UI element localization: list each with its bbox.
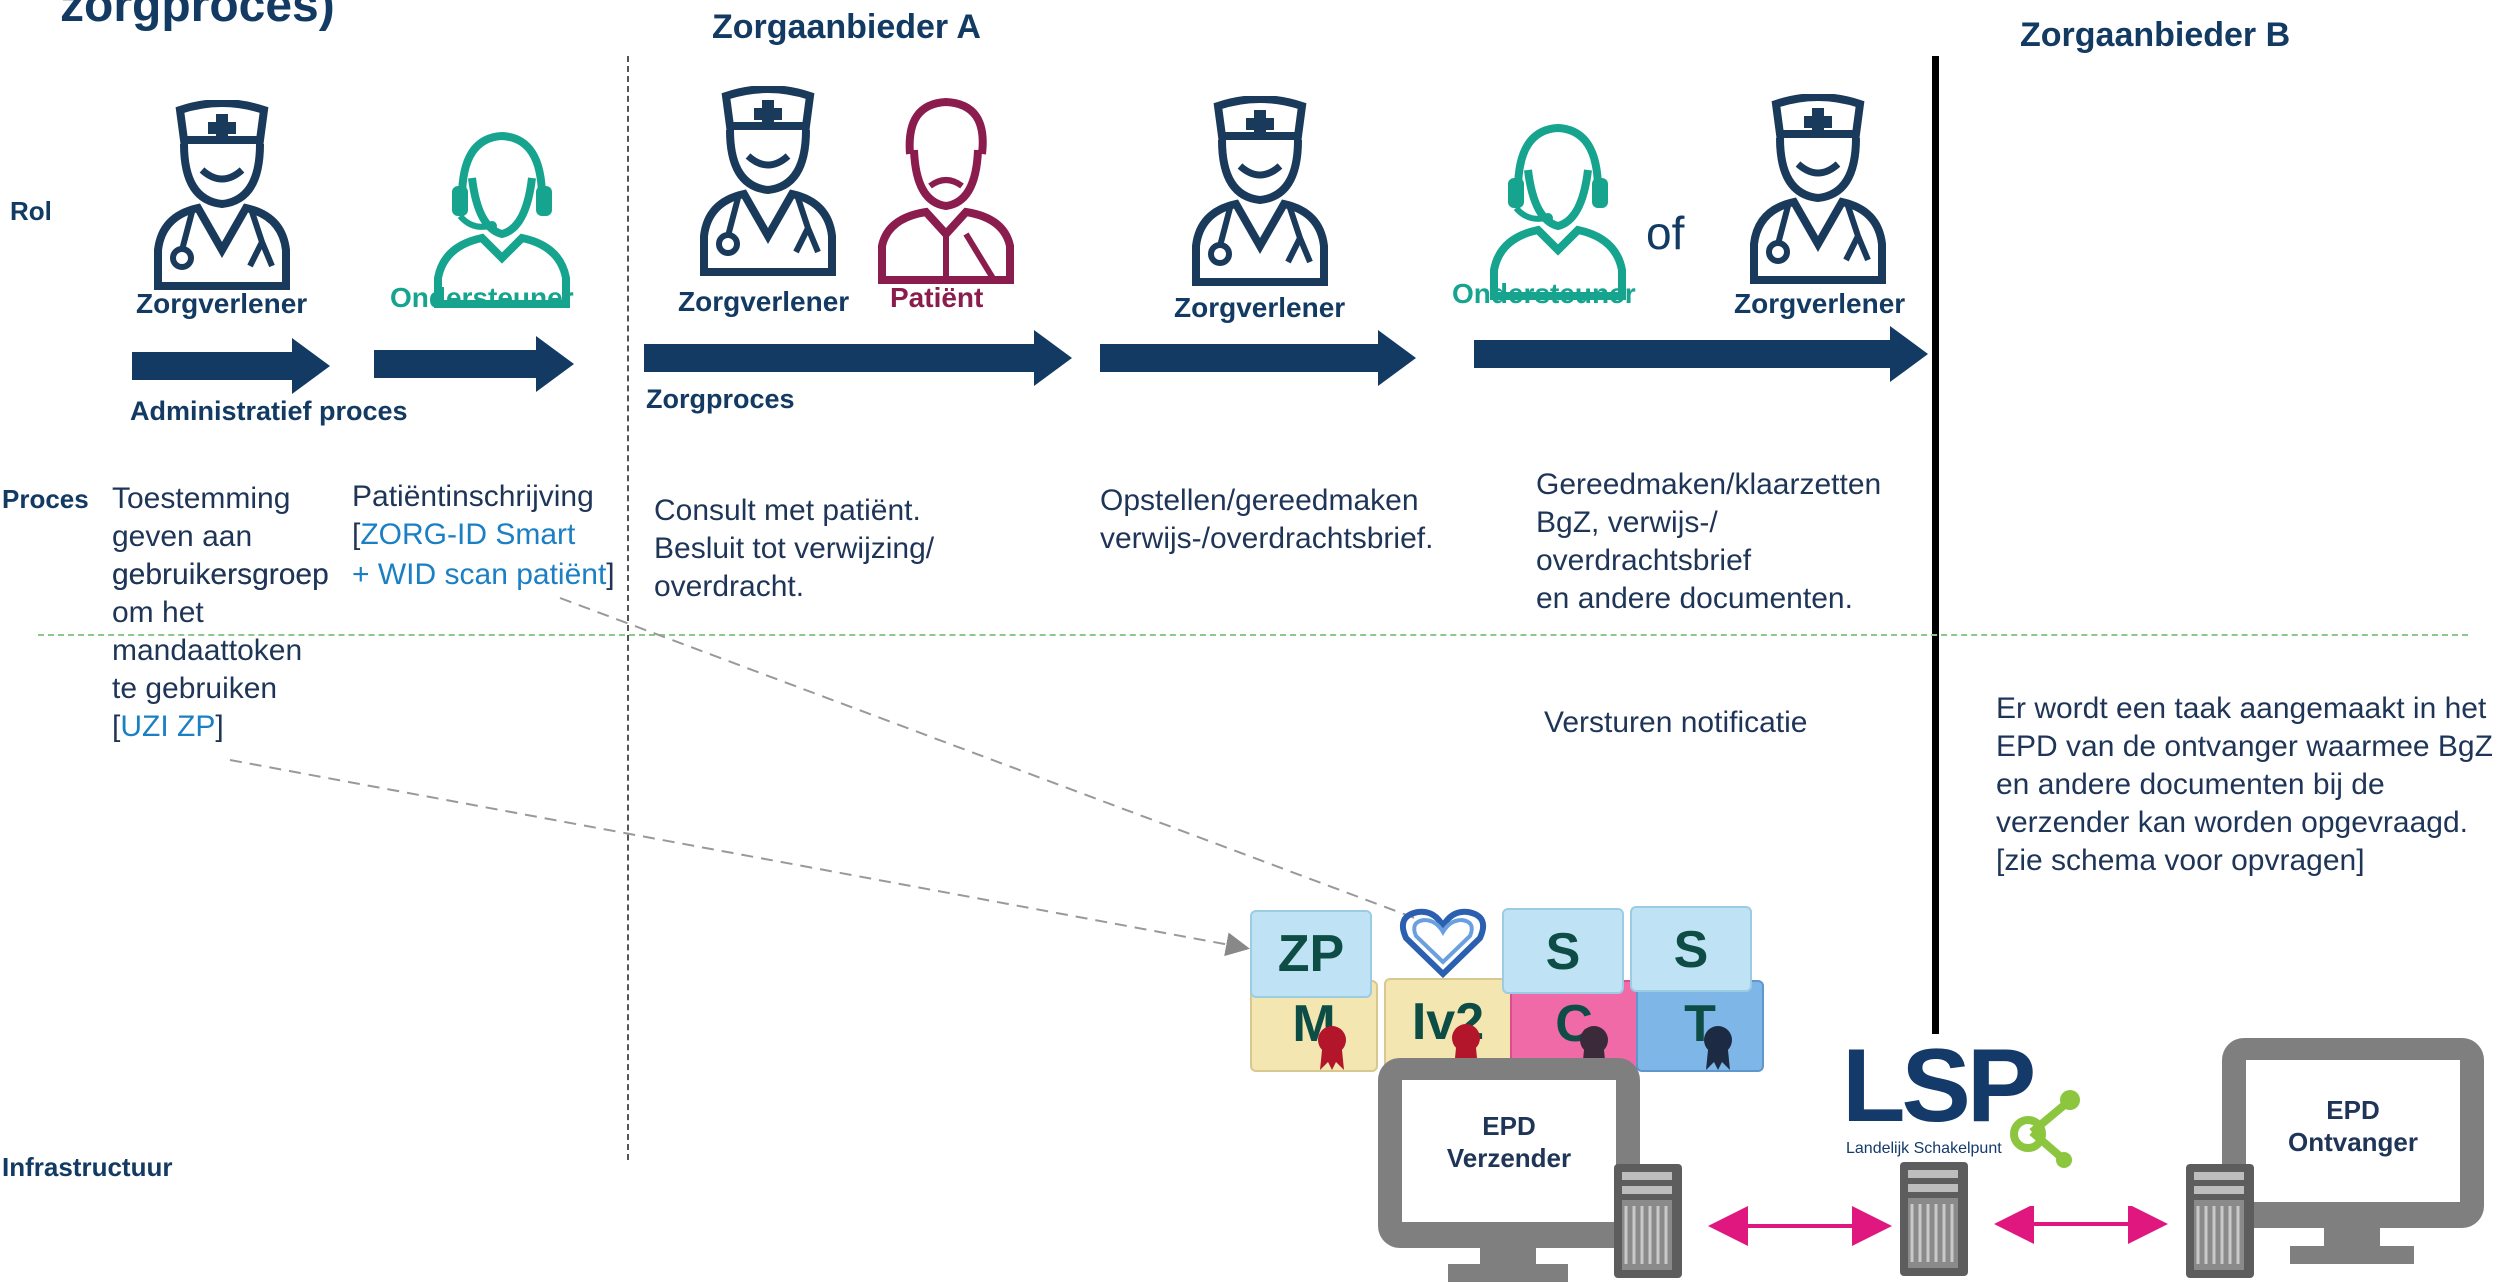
process-receiver-note: Er wordt een taak aangemaakt in het EPD … bbox=[1996, 690, 2493, 880]
role-label-zorgverlener: Zorgverlener bbox=[1734, 288, 1906, 319]
monitor-stand bbox=[1480, 1248, 1536, 1268]
lsp-logo: LSP bbox=[1842, 1028, 2036, 1144]
card-letter: ZP bbox=[1277, 925, 1345, 983]
sender-label-line: Verzender bbox=[1446, 1143, 1572, 1173]
uzi-card-zp: ZP bbox=[1250, 910, 1372, 998]
role-label-patient: Patiënt bbox=[890, 282, 984, 313]
process-line: BgZ, verwijs-/ bbox=[1536, 506, 1718, 539]
card-letter: S bbox=[1673, 921, 1709, 979]
server-icon bbox=[2186, 1164, 2254, 1278]
server-icon bbox=[1900, 1162, 1968, 1276]
process-line: mandaattoken bbox=[112, 634, 303, 667]
process-step-consult: Consult met patiënt. Besluit tot verwijz… bbox=[654, 492, 934, 606]
process-line: Patiëntinschrijving bbox=[352, 480, 594, 513]
monitor-base bbox=[1448, 1264, 1568, 1282]
sender-label: EPD Verzender bbox=[1402, 1110, 1616, 1174]
seal-icon bbox=[1704, 1026, 1732, 1070]
network-node-icon bbox=[2010, 1090, 2080, 1168]
receiver-label-line: Ontvanger bbox=[2287, 1127, 2419, 1157]
card-letter: S bbox=[1545, 923, 1581, 981]
flow-arrow bbox=[132, 338, 330, 394]
role-label-zorgverlener: Zorgverlener bbox=[136, 288, 308, 319]
monitor-base bbox=[2290, 1246, 2414, 1264]
row-label-rol: Rol bbox=[10, 196, 52, 226]
role-label-ondersteuner: Ondersteuner bbox=[1452, 278, 1636, 309]
process-line: verwijs-/overdrachtsbrief. bbox=[1100, 522, 1434, 555]
flow-arrow bbox=[374, 336, 574, 392]
process-step-registration-line3: gebruikersgroep bbox=[112, 556, 329, 594]
wid-scan-reference: + WID scan patiënt bbox=[352, 558, 607, 591]
process-line: te gebruiken bbox=[112, 672, 278, 705]
bracket: ] bbox=[215, 710, 224, 743]
sender-label-line: EPD bbox=[1482, 1111, 1536, 1141]
process-line: Gereedmaken/klaarzetten bbox=[1536, 468, 1882, 501]
connector-arrows bbox=[1708, 1206, 2168, 1246]
process-line: en andere documenten bij de bbox=[1996, 768, 2385, 801]
receiver-label: EPD Ontvanger bbox=[2246, 1094, 2460, 1158]
process-line: overdracht. bbox=[654, 570, 805, 603]
process-line: Besluit tot verwijzing/ bbox=[654, 532, 935, 565]
uzi-card-s: S bbox=[1630, 906, 1752, 992]
process-step-prepare: Gereedmaken/klaarzetten BgZ, verwijs-/ o… bbox=[1536, 466, 1881, 618]
process-line: om het bbox=[112, 596, 204, 629]
receiver-label-line: EPD bbox=[2326, 1095, 2380, 1125]
certificate-t: T bbox=[1636, 980, 1764, 1072]
or-label: of bbox=[1646, 207, 1685, 259]
receiver-monitor bbox=[2222, 1038, 2484, 1228]
flow-label-zorgproces: Zorgproces bbox=[646, 384, 795, 414]
process-ref: [ZORG-ID Smart bbox=[352, 518, 576, 551]
process-line: gebruikersgroep bbox=[112, 558, 329, 591]
process-line: Er wordt een taak aangemaakt in het bbox=[1996, 692, 2487, 725]
uzi-card-s: S bbox=[1502, 908, 1624, 994]
row-label-infrastructuur: Infrastructuur bbox=[2, 1152, 173, 1182]
flow-arrow bbox=[1474, 326, 1928, 382]
role-label-ondersteuner: Ondersteuner bbox=[390, 282, 574, 313]
server-icon bbox=[1614, 1164, 1682, 1278]
sender-monitor bbox=[1378, 1058, 1640, 1248]
role-label-zorgverlener: Zorgverlener bbox=[1174, 292, 1346, 323]
solid-divider-vertical bbox=[1932, 56, 1939, 1034]
bracket: [ bbox=[112, 710, 121, 743]
process-line: [zie schema voor opvragen] bbox=[1996, 844, 2365, 877]
process-notification: Versturen notificatie bbox=[1544, 706, 1808, 739]
process-step-registration: Patiëntinschrijving [ZORG-ID Smart bbox=[352, 478, 594, 554]
seal-icon bbox=[1318, 1026, 1346, 1070]
card-letter: C bbox=[1555, 995, 1593, 1053]
flow-label-administratief: Administratief proces bbox=[130, 396, 408, 426]
process-line: EPD van de ontvanger waarmee BgZ bbox=[1996, 730, 2493, 763]
process-line: Toestemming bbox=[112, 482, 291, 515]
uzi-zp-reference: UZI ZP bbox=[120, 710, 216, 743]
process-line: verzender kan worden opgevraagd. bbox=[1996, 806, 2468, 839]
process-step-letter: Opstellen/gereedmaken verwijs-/overdrach… bbox=[1100, 482, 1433, 558]
monitor-stand bbox=[2324, 1228, 2380, 1248]
process-line: en andere documenten. bbox=[1536, 582, 1853, 615]
role-label-zorgverlener: Zorgverlener bbox=[678, 286, 850, 317]
process-line: Consult met patiënt. bbox=[654, 494, 921, 527]
process-ref: [UZI ZP] bbox=[112, 708, 329, 746]
lsp-subtitle: Landelijk Schakelpunt bbox=[1846, 1140, 2002, 1157]
process-line: geven aan bbox=[112, 520, 253, 553]
process-line: Opstellen/gereedmaken bbox=[1100, 484, 1419, 517]
process-step-consent: Toestemming geven aan gebruikersgroep om… bbox=[112, 480, 329, 746]
process-step-registration-ref2: + WID scan patiënt] bbox=[352, 558, 615, 591]
zorg-id-heart-icon bbox=[1400, 908, 1486, 979]
provider-b-heading: Zorgaanbieder B bbox=[2020, 16, 2291, 54]
flow-arrow bbox=[1100, 330, 1416, 386]
process-line: overdrachtsbrief bbox=[1536, 544, 1752, 577]
process-line: gebruikersgroep bbox=[112, 558, 329, 591]
flow-arrow bbox=[644, 330, 1072, 386]
provider-a-heading: Zorgaanbieder A bbox=[712, 8, 981, 46]
dashed-divider-horizontal bbox=[38, 634, 2468, 636]
dashed-divider-vertical bbox=[627, 56, 629, 1160]
title-fragment: zorgproces) bbox=[60, 0, 335, 32]
zorg-id-reference: ZORG-ID Smart bbox=[360, 518, 576, 551]
row-label-proces: Proces bbox=[2, 484, 89, 514]
